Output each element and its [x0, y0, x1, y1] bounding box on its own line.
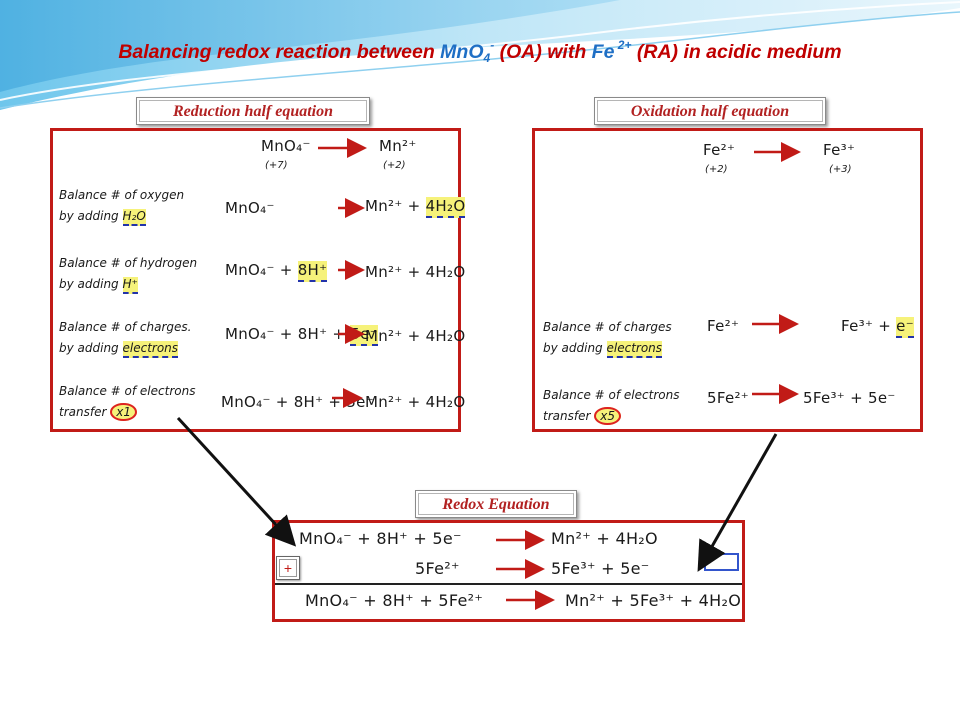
oxidation-step-1-rhs: Fe³⁺ + e⁻ — [841, 317, 914, 338]
reduction-step-4-rhs: Mn²⁺ + 4H₂O — [365, 393, 466, 411]
reduction-step-3-highlight: electrons — [122, 341, 179, 358]
oxidation-reactant: Fe²⁺ — [703, 141, 736, 159]
oxidation-panel: Fe²⁺ (+2) Fe³⁺ (+3) Balance # of charges… — [532, 128, 923, 432]
reduction-step-3-lhs: MnO₄⁻ + 8H⁺ + 5e⁻ — [225, 325, 378, 346]
slide-title: Balancing redox reaction between MnO4- (… — [0, 38, 960, 65]
redox-row-2-rhs: 5Fe³⁺ + 5e⁻ — [551, 559, 650, 578]
reduction-step-1-highlight: H₂O — [122, 209, 146, 226]
title-oa-species: MnO4- — [440, 38, 495, 65]
reduction-half-equation-label: Reduction half equation — [136, 97, 370, 125]
highlight-box — [704, 553, 739, 571]
oxidation-step-1-text: Balance # of charges by adding electrons — [543, 317, 672, 359]
reduction-step-2-highlight: H⁺ — [122, 277, 138, 294]
reduction-multiplier-circle: x1 — [110, 403, 137, 421]
oxidation-product: Fe³⁺ — [823, 141, 856, 159]
title-text-1: Balancing redox reaction between — [118, 41, 441, 63]
reduction-step-2-text: Balance # of hydrogen by adding H⁺ — [59, 253, 197, 295]
redox-row-3-rhs: Mn²⁺ + 5Fe³⁺ + 4H₂O — [565, 591, 742, 610]
oxidation-step-2-text: Balance # of electrons transfer x5 — [543, 388, 680, 425]
reduction-step-4-text: Balance # of electrons transfer x1 — [59, 384, 196, 421]
header-wave-decoration — [0, 0, 960, 110]
title-ra-species: Fe 2+ — [591, 38, 632, 63]
title-text-3: (RA) in acidic medium — [631, 41, 842, 63]
redox-row-2-lhs: 5Fe²⁺ — [415, 559, 460, 578]
redox-row-1-rhs: Mn²⁺ + 4H₂O — [551, 529, 658, 548]
reduction-product: Mn²⁺ — [379, 137, 417, 155]
reduction-product-oxidation-state: (+2) — [383, 160, 406, 171]
reduction-step-3-rhs: Mn²⁺ + 4H₂O — [365, 327, 466, 345]
title-text-2: (OA) with — [494, 41, 592, 63]
redox-sum-line — [275, 583, 742, 585]
reduction-step-2-lhs: MnO₄⁻ + 8H⁺ — [225, 261, 328, 282]
oxidation-reactant-oxidation-state: (+2) — [705, 164, 728, 175]
redox-panel: MnO₄⁻ + 8H⁺ + 5e⁻ Mn²⁺ + 4H₂O 5Fe²⁺ 5Fe³… — [272, 520, 745, 622]
oxidation-step-1-lhs: Fe²⁺ — [707, 317, 740, 335]
reduction-step-4-lhs: MnO₄⁻ + 8H⁺ + 5e⁻ — [221, 393, 374, 411]
add-equations-button[interactable]: + — [276, 556, 300, 580]
reduction-step-2-rhs: Mn²⁺ + 4H₂O — [365, 263, 466, 281]
oxidation-half-equation-label: Oxidation half equation — [594, 97, 826, 125]
reduction-step-1-rhs: Mn²⁺ + 4H₂O — [365, 197, 466, 218]
redox-row-3-lhs: MnO₄⁻ + 8H⁺ + 5Fe²⁺ — [305, 591, 484, 610]
reduction-panel: MnO₄⁻ (+7) Mn²⁺ (+2) Balance # of oxygen… — [50, 128, 466, 432]
oxidation-multiplier-circle: x5 — [594, 407, 621, 425]
reduction-reactant-oxidation-state: (+7) — [265, 160, 288, 171]
oxidation-product-oxidation-state: (+3) — [829, 164, 852, 175]
oxidation-step-1-highlight: electrons — [606, 341, 663, 358]
redox-equation-label: Redox Equation — [415, 490, 577, 518]
oxidation-step-2-rhs: 5Fe³⁺ + 5e⁻ — [803, 389, 896, 407]
reduction-step-1-lhs: MnO₄⁻ — [225, 199, 275, 217]
redox-row-1-lhs: MnO₄⁻ + 8H⁺ + 5e⁻ — [299, 529, 462, 548]
reduction-step-3-text: Balance # of charges. by adding electron… — [59, 317, 191, 359]
oxidation-step-2-lhs: 5Fe²⁺ — [707, 389, 750, 407]
reduction-step-1-text: Balance # of oxygen by adding H₂O — [59, 185, 184, 227]
reduction-reactant: MnO₄⁻ — [261, 137, 311, 155]
